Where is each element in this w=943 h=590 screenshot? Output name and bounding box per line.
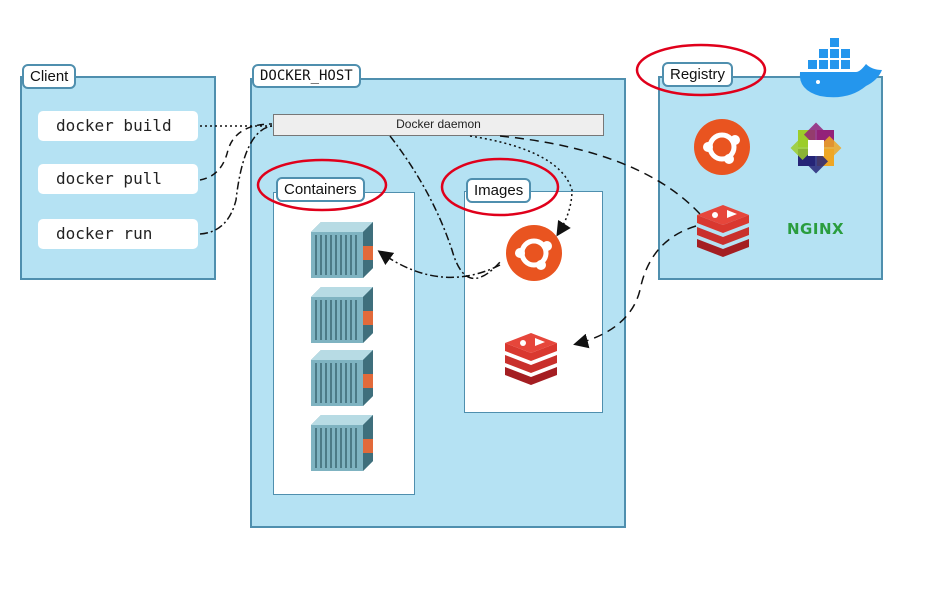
container-icon — [310, 286, 374, 344]
docker-run-command[interactable]: docker run — [38, 219, 198, 249]
container-icon — [310, 221, 374, 279]
registry-to-image-connector — [573, 225, 697, 349]
registry-panel — [658, 76, 883, 280]
containers-highlight — [256, 158, 388, 212]
pull-connector — [199, 123, 273, 181]
containers-label: Containers — [276, 177, 365, 202]
run-connector — [199, 125, 273, 235]
ubuntu-image-icon — [506, 225, 562, 281]
ubuntu-registry-icon — [694, 119, 750, 175]
redis-image-icon — [505, 333, 557, 385]
docker-host-label: DOCKER_HOST — [252, 64, 361, 88]
container-icon — [310, 414, 374, 472]
docker-whale-icon — [799, 38, 882, 98]
daemon-run-connector — [389, 135, 501, 280]
docker-daemon-bar: Docker daemon — [273, 114, 604, 136]
docker-pull-command[interactable]: docker pull — [38, 164, 198, 194]
registry-label: Registry — [662, 62, 734, 87]
image-to-container-connector — [377, 250, 501, 279]
docker-build-command[interactable]: docker build — [38, 111, 198, 141]
container-icon — [310, 349, 374, 407]
nginx-logo: NGINX — [787, 220, 845, 238]
images-label: Images — [466, 178, 532, 203]
registry-highlight — [635, 43, 767, 97]
centos-icon — [790, 122, 842, 174]
redis-registry-icon — [697, 205, 749, 257]
daemon-to-registry-connector — [499, 135, 701, 215]
client-label: Client — [22, 64, 77, 89]
daemon-to-image-connector — [469, 135, 573, 237]
images-highlight — [440, 157, 560, 217]
